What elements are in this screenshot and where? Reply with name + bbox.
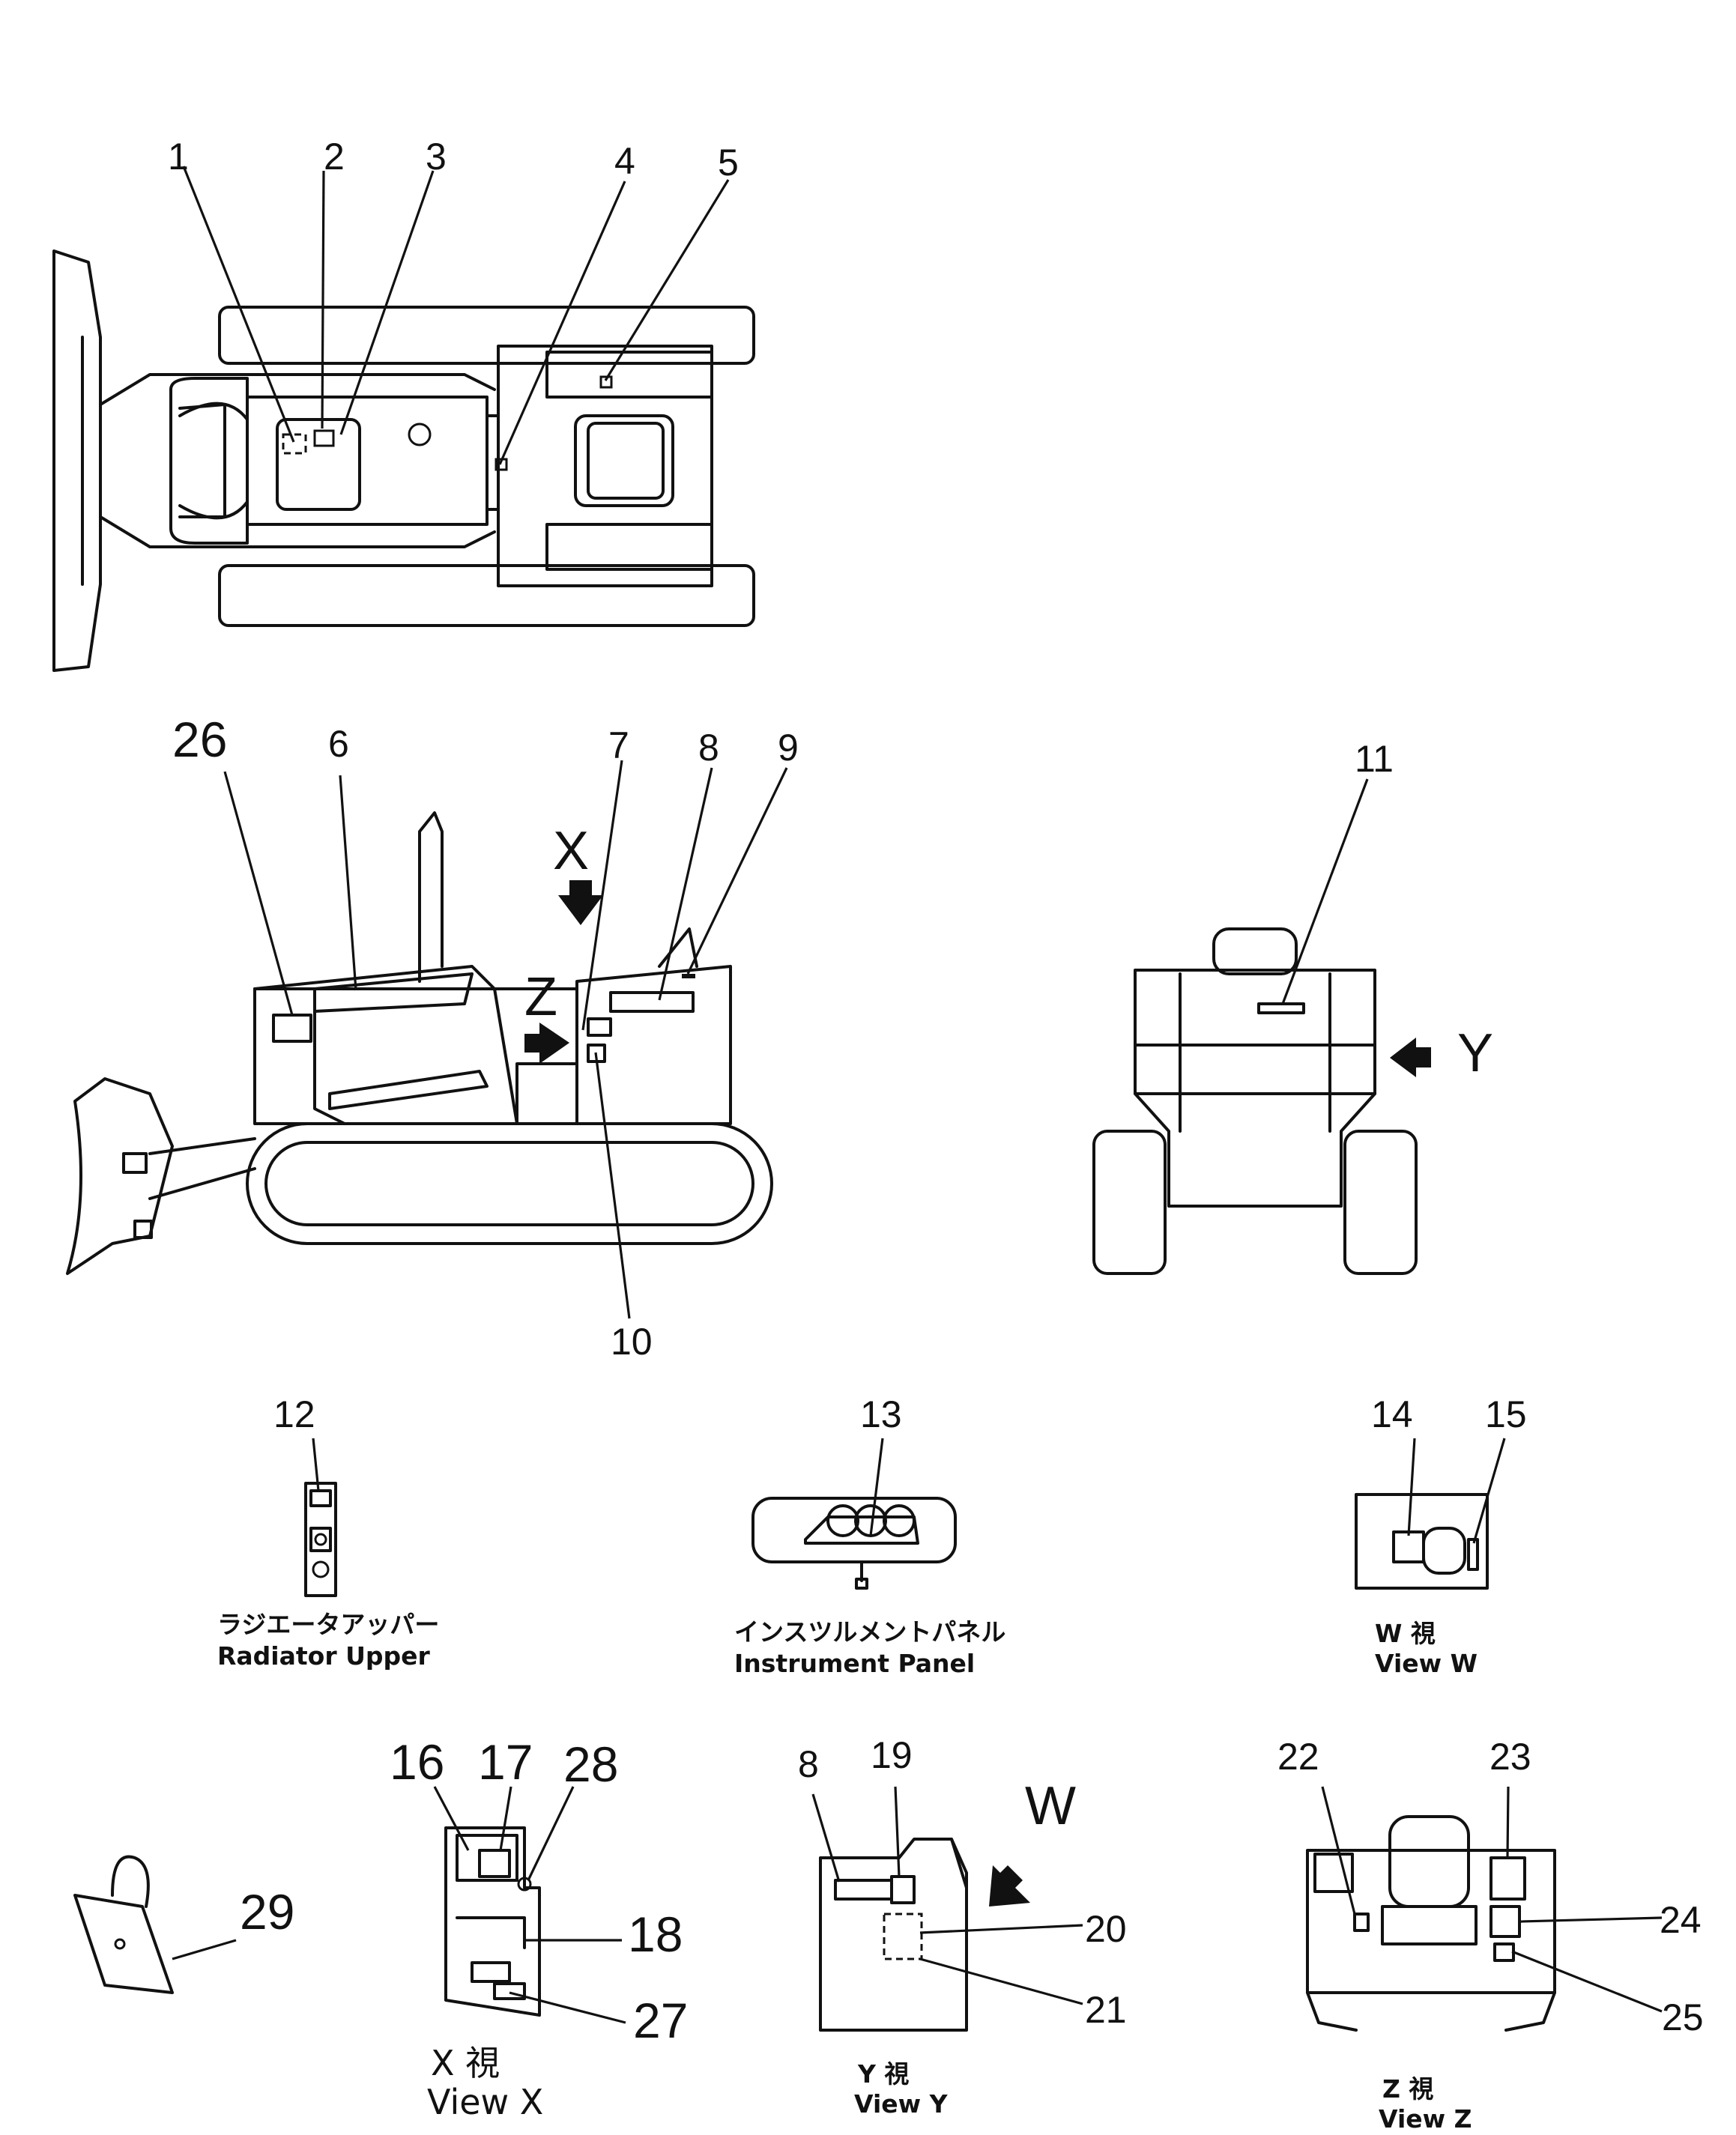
- callout-9: 9: [778, 727, 799, 769]
- leader-lines: [172, 166, 1663, 2024]
- callout-4: 4: [614, 140, 635, 182]
- callout-numbers: 1 2 3 4 5 26 6 7 8 9 10 11 12 13 14 15 1…: [168, 136, 1704, 2048]
- caption-view-x-jp: X 視: [431, 2043, 500, 2083]
- view-w-detail: [1355, 1493, 1489, 1590]
- view-marker-x: X: [553, 821, 589, 881]
- caption-instrument-jp: インスツルメントパネル: [734, 1617, 1005, 1647]
- caption-radiator-en: Radiator Upper: [217, 1641, 431, 1671]
- captions: ラジエータアッパー Radiator Upper インスツルメントパネル Ins…: [217, 1610, 1478, 2134]
- caption-radiator-jp: ラジエータアッパー: [217, 1610, 439, 1639]
- view-markers: X Z Y W: [524, 821, 1493, 1836]
- view-x-detail: [444, 1826, 541, 2017]
- view-marker-z: Z: [524, 967, 557, 1027]
- rear-view-bulldozer: [1092, 927, 1431, 1275]
- top-view-bulldozer: [52, 249, 755, 672]
- view-marker-w: W: [1025, 1776, 1076, 1836]
- caption-view-z-jp: Z 視: [1382, 2074, 1433, 2104]
- callout-5: 5: [718, 142, 739, 184]
- callout-21: 21: [1085, 1989, 1127, 2031]
- callout-26: 26: [172, 712, 227, 767]
- side-view-bulldozer: [66, 811, 773, 1275]
- callout-3: 3: [426, 136, 447, 178]
- caption-view-x-en: View X: [427, 2082, 543, 2122]
- caption-view-y-en: View Y: [854, 2089, 949, 2119]
- callout-8: 8: [698, 727, 719, 769]
- callout-7: 7: [608, 724, 629, 766]
- caption-view-w-en: View W: [1375, 1649, 1478, 1678]
- caption-view-y-jp: Y 視: [857, 2059, 909, 2089]
- callout-10: 10: [611, 1321, 653, 1363]
- callout-14: 14: [1371, 1393, 1413, 1435]
- view-marker-y: Y: [1457, 1023, 1493, 1083]
- callout-20: 20: [1085, 1908, 1127, 1950]
- view-y-detail: [819, 1838, 1030, 2032]
- callout-29: 29: [240, 1884, 294, 1939]
- callout-16: 16: [390, 1734, 444, 1790]
- callout-19: 19: [871, 1734, 913, 1776]
- radiator-upper-detail: [304, 1482, 337, 1597]
- callout-22: 22: [1277, 1736, 1319, 1778]
- callout-1: 1: [168, 136, 189, 178]
- callout-18: 18: [628, 1907, 683, 1962]
- callout-6: 6: [328, 723, 349, 765]
- part-29-detail: [73, 1855, 174, 1994]
- caption-view-w-jp: W 視: [1375, 1619, 1436, 1648]
- callout-23: 23: [1489, 1736, 1531, 1778]
- callout-25: 25: [1662, 1996, 1704, 2038]
- callout-24: 24: [1660, 1899, 1702, 1941]
- instrument-panel-detail: [751, 1497, 957, 1590]
- view-z-detail: [1306, 1815, 1556, 2032]
- caption-view-z-en: View Z: [1379, 2104, 1472, 2134]
- callout-15: 15: [1485, 1393, 1527, 1435]
- callout-2: 2: [324, 136, 345, 178]
- callout-28: 28: [563, 1736, 618, 1792]
- callout-12: 12: [273, 1393, 315, 1435]
- caption-instrument-en: Instrument Panel: [734, 1649, 975, 1678]
- callout-8-view-y: 8: [798, 1743, 819, 1785]
- callout-11: 11: [1355, 738, 1394, 780]
- callout-13: 13: [860, 1393, 902, 1435]
- callout-27: 27: [633, 1993, 688, 2048]
- callout-17: 17: [478, 1734, 533, 1790]
